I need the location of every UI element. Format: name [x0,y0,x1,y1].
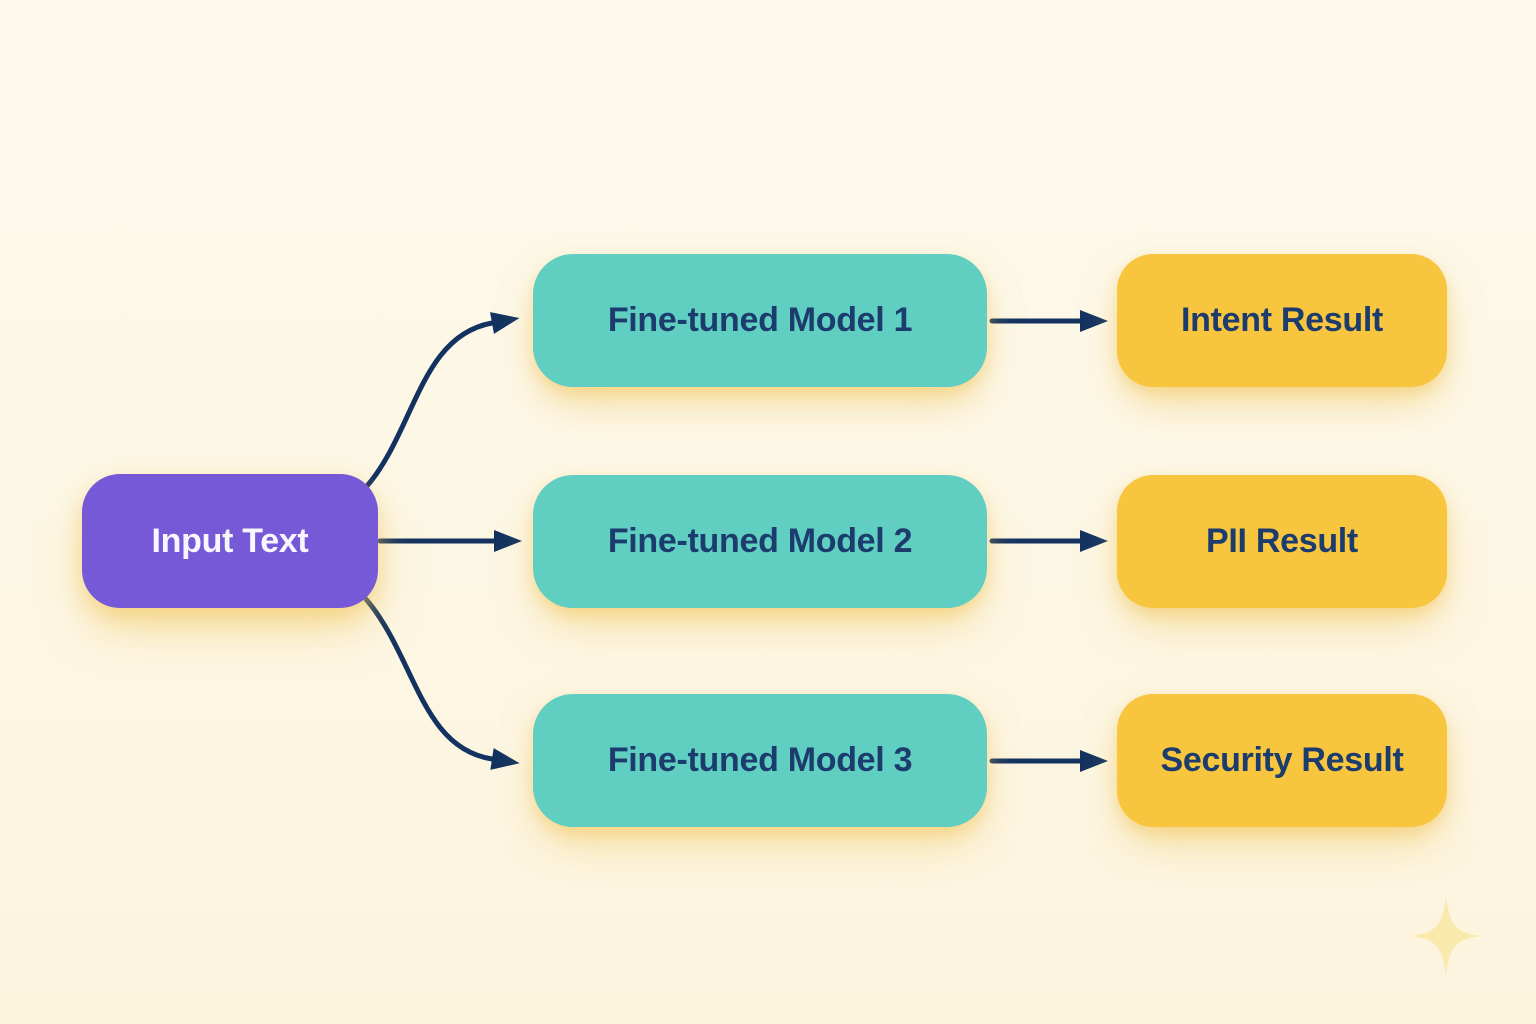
arrow-input-to-model-3 [362,595,520,770]
security-result-label: Security Result [1160,741,1404,779]
security-result-node: Security Result [1117,694,1447,827]
sparkle-icon [1410,896,1482,976]
fine-tuned-model-2-label: Fine-tuned Model 2 [607,522,913,560]
fine-tuned-model-3-node: Fine-tuned Model 3 [533,694,987,827]
fine-tuned-model-1-label: Fine-tuned Model 1 [607,301,913,339]
pii-result-label: PII Result [1206,522,1358,560]
intent-result-label: Intent Result [1181,301,1383,339]
fine-tuned-model-2-node: Fine-tuned Model 2 [533,475,987,608]
pii-result-node: PII Result [1117,475,1447,608]
input-text-node: Input Text [82,474,378,608]
fine-tuned-model-1-node: Fine-tuned Model 1 [533,254,987,387]
fine-tuned-model-3-label: Fine-tuned Model 3 [607,741,913,779]
intent-result-node: Intent Result [1117,254,1447,387]
input-text-label: Input Text [151,521,309,560]
arrow-input-to-model-1 [364,312,520,489]
